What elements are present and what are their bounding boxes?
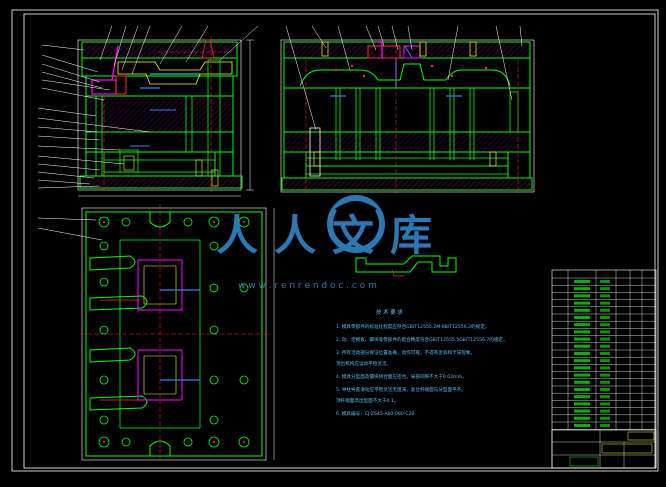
plan-view: [37, 204, 275, 462]
drawing-inner-frame: [23, 13, 656, 469]
side-section-view: [280, 36, 535, 194]
side-view-leader-lines: [285, 25, 523, 131]
tech-note-line: 6. 模具编号：CJ-ZS45-A60-090-C20: [336, 410, 415, 417]
tech-note-line: 3. 所有活动部分保证位置准确，动作可靠，不得有歪斜和卡滞现象。: [336, 349, 475, 356]
tech-note-line: 顶出机构应运动平稳灵活。: [336, 360, 391, 367]
watermark-url-text: w w w . r e n r e n d o c . c o m: [238, 281, 377, 291]
front-view-leader-lines: [37, 25, 259, 189]
technical-requirements: 技 术 要 求 1. 模具零部件的标准化程度应符合GB/T12555.2M-88…: [336, 308, 508, 417]
tech-notes-title: 技 术 要 求: [376, 308, 403, 316]
tech-note-line: 顶杆端面高出型面不大于0.1。: [336, 397, 398, 404]
front-section-view: [77, 36, 254, 197]
watermark-brand-text: 人人文库: [216, 211, 448, 260]
renrendoc-watermark: 人人文库 w w w . r e n r e n d o c . c o m: [216, 195, 448, 291]
tech-note-line: 5. 导柱导套滑动应平稳灵活无阻滞，复位杆端面与分型面平齐。: [336, 386, 466, 393]
product-sketch: [355, 255, 457, 277]
tech-note-line: 2. 动、定模板、镶块等零部件的配合精度符合GB/T12555.5GB/T125…: [336, 336, 508, 343]
renrendoc-logo-icon: [327, 195, 385, 253]
tech-note-line: 4. 模具分型面及镶块拼合面应密合，局部间隙不大于0.02mm。: [336, 373, 467, 380]
tech-note-line: 1. 模具零部件的标准化程度应符合GB/T12555.2M-88/T12556.…: [336, 323, 489, 330]
drawing-outer-frame: [11, 9, 659, 472]
title-block: [551, 269, 657, 469]
